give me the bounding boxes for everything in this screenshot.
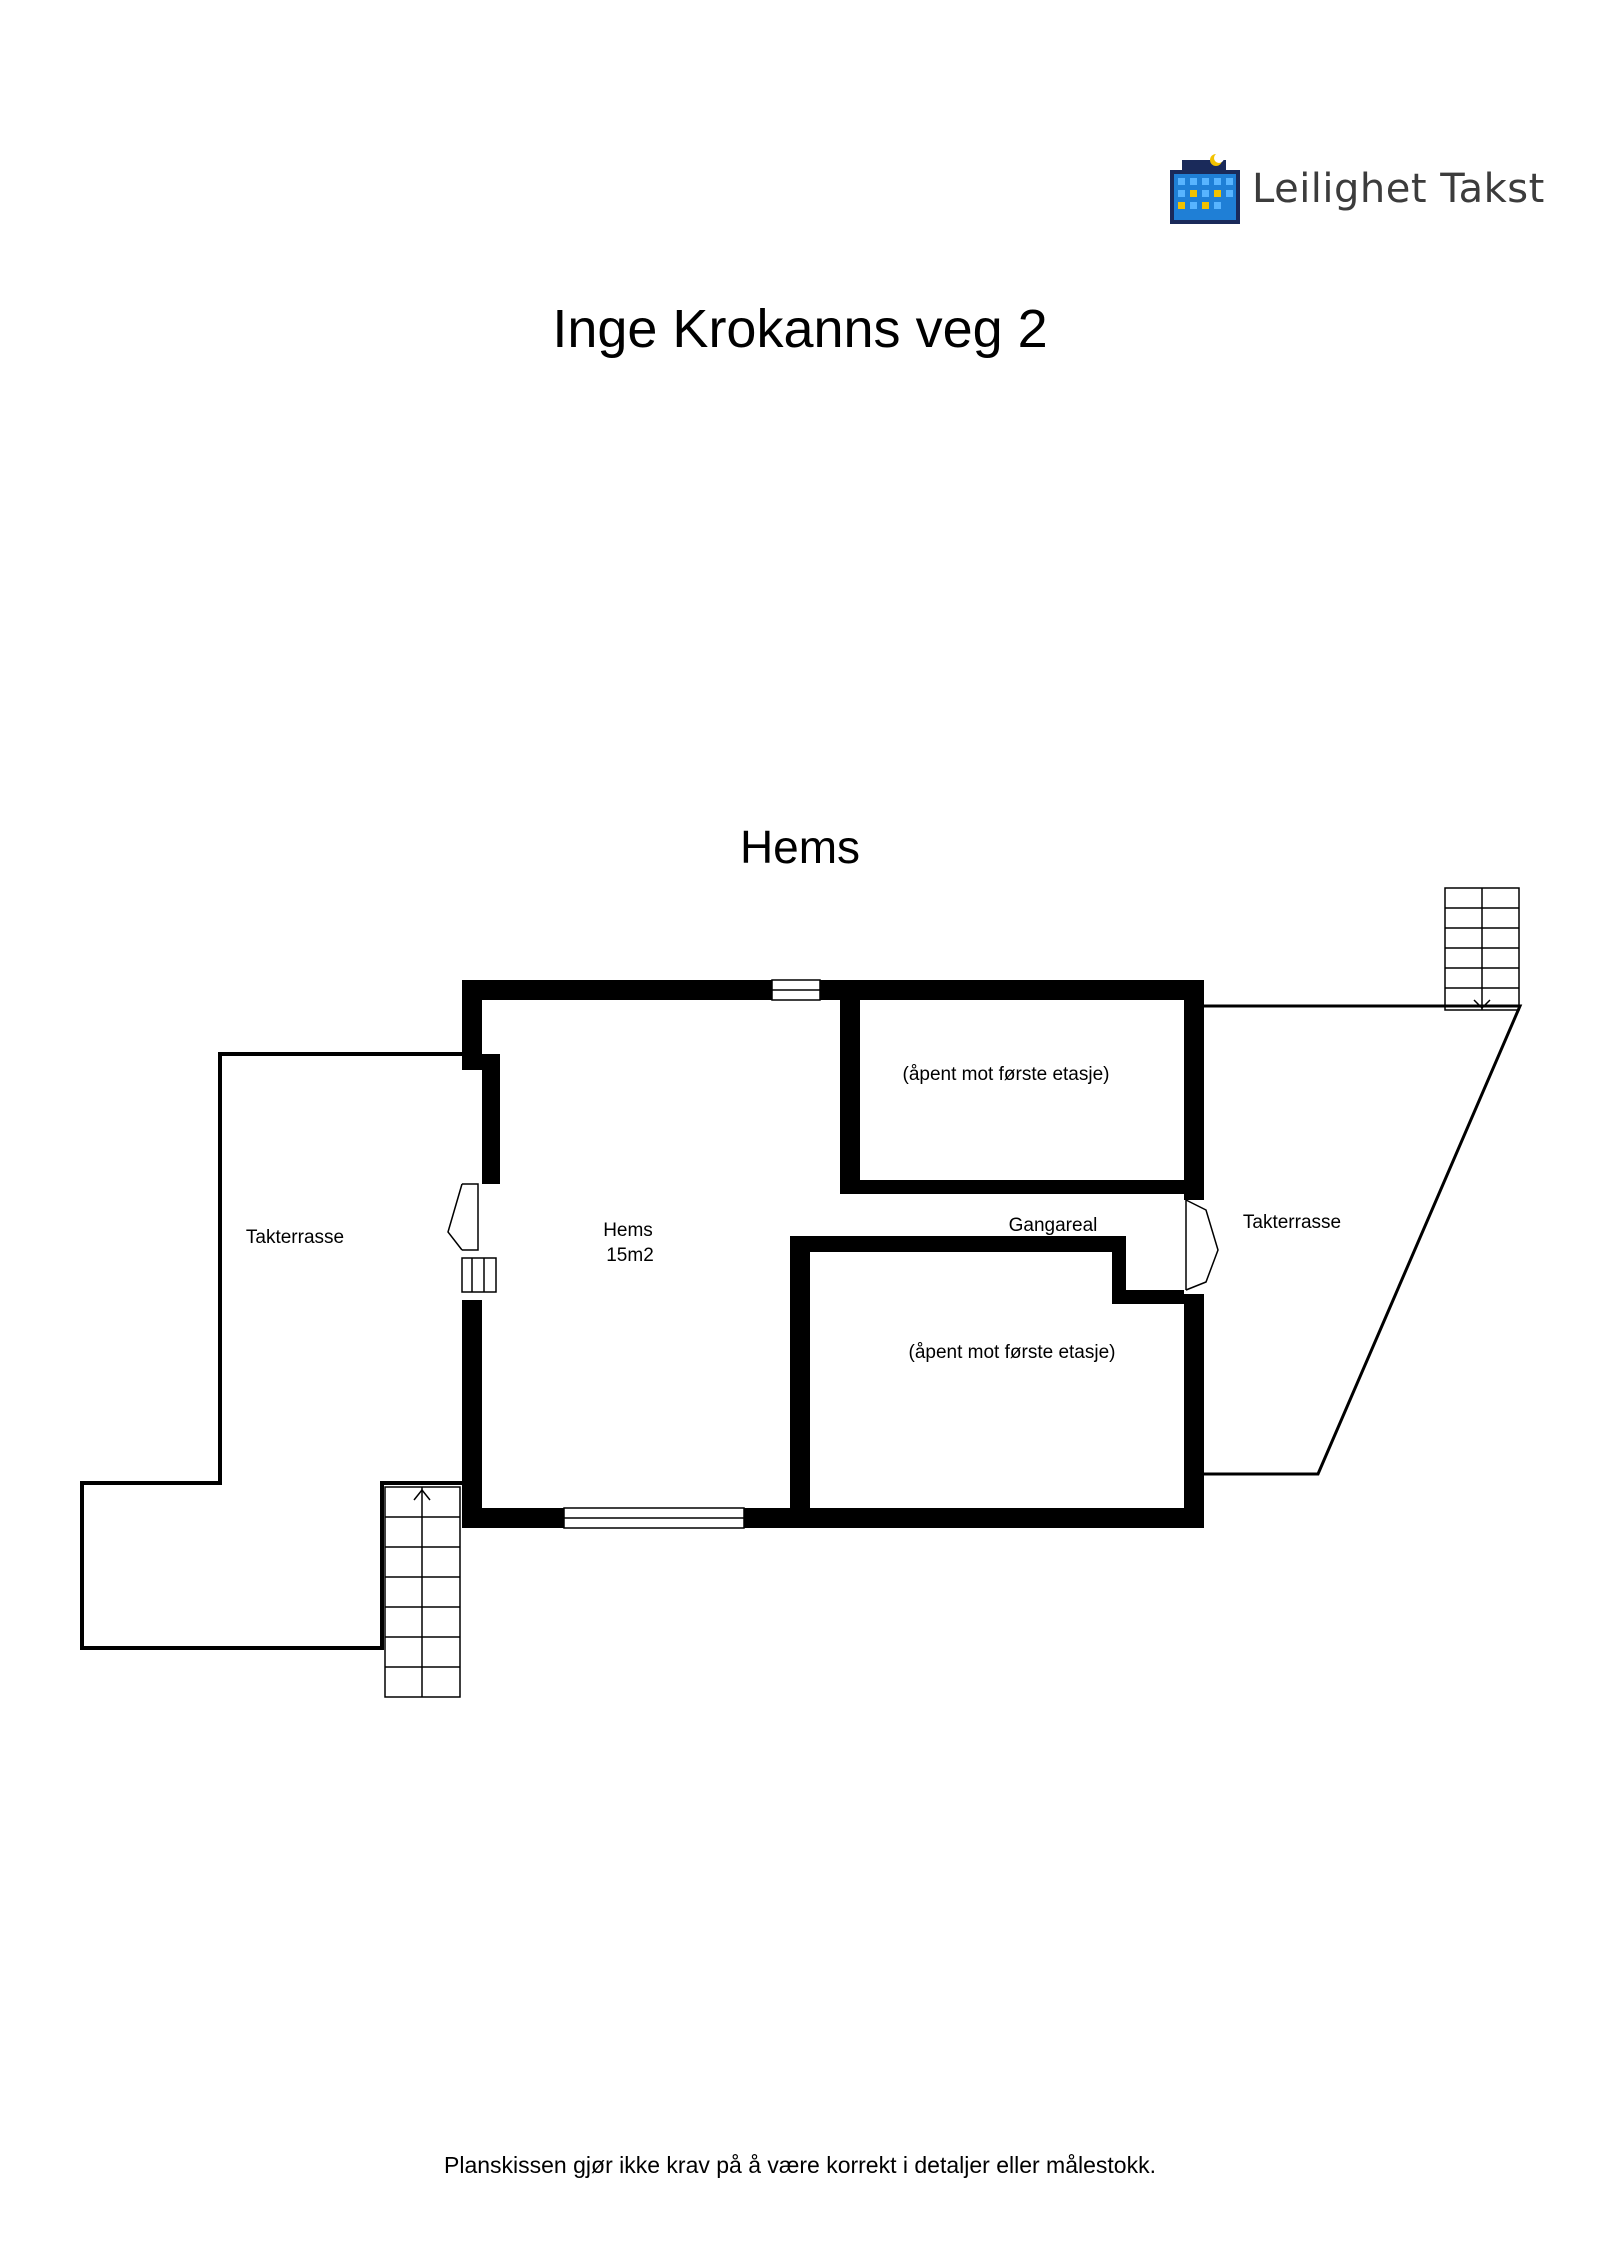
label-hems-name: Hems xyxy=(603,1220,653,1241)
stairs-right xyxy=(1444,887,1520,1011)
floor-title: Hems xyxy=(739,821,861,873)
terrace-left-outline xyxy=(80,1052,462,1650)
door-right xyxy=(1184,1199,1219,1294)
label-open-bottom: (åpent mot første etasje) xyxy=(909,1342,1116,1363)
label-corridor: Gangareal xyxy=(1009,1215,1098,1236)
page-title: Inge Krokanns veg 2 xyxy=(552,299,1048,359)
label-terrace-right: Takterrasse xyxy=(1243,1212,1341,1233)
disclaimer: Planskissen gjør ikke krav på å være kor… xyxy=(444,2152,1156,2178)
building-logo-icon xyxy=(1170,153,1240,224)
exterior-walls xyxy=(462,980,1204,1528)
label-terrace-left: Takterrasse xyxy=(246,1227,344,1248)
label-hems-area: 15m2 xyxy=(606,1245,654,1266)
windows xyxy=(461,979,821,1529)
company-logo: Leilighet Takst xyxy=(1168,152,1545,226)
door-left xyxy=(447,1183,482,1251)
interior-walls xyxy=(790,980,1204,1528)
brand-name: Leilighet Takst xyxy=(1252,166,1545,212)
label-open-top: (åpent mot første etasje) xyxy=(903,1064,1110,1085)
stairs-left xyxy=(384,1486,461,1698)
terrace-right-outline xyxy=(1202,1004,1523,1476)
